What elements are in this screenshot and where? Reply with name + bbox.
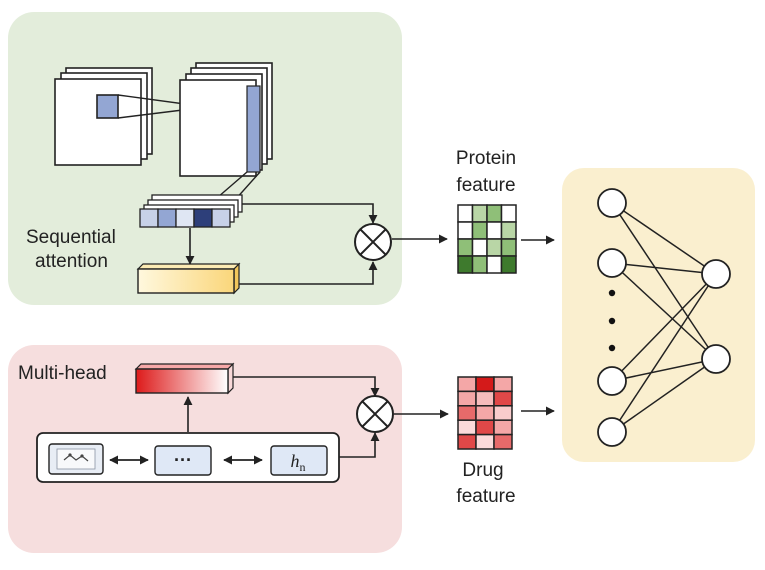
matrix-cell <box>457 376 477 393</box>
protein-feature-label-line2: feature <box>456 175 515 196</box>
drug-fusion-lines <box>233 376 380 458</box>
drug-feature-label-line2: feature <box>456 486 515 507</box>
matrix-cell <box>475 405 495 421</box>
matrix-cell <box>475 433 495 450</box>
network-edge <box>611 273 717 433</box>
network-edge <box>611 358 717 382</box>
matrix-cell <box>457 255 474 274</box>
sequential-attention-label-line2: attention <box>35 251 108 272</box>
network-edge <box>611 273 717 382</box>
hn-token <box>270 445 328 476</box>
drug-multi-head-vector <box>134 362 235 395</box>
matrix-cell <box>457 390 477 407</box>
ellipsis-dot <box>608 344 616 352</box>
matrix-cell <box>475 419 495 436</box>
protein-multiply-icon <box>354 223 392 261</box>
network-edge <box>611 262 717 360</box>
network-edge <box>611 358 717 433</box>
network-edge <box>611 202 717 275</box>
matrix-cell <box>500 255 517 274</box>
molecule-token-icon <box>48 443 104 475</box>
matrix-cell <box>471 204 488 223</box>
matrix-cell <box>486 221 503 240</box>
sequential-feature-vector <box>139 194 243 228</box>
feature-map-column <box>246 85 261 173</box>
drug-feature-label-line1: Drug <box>462 460 503 481</box>
matrix-cell <box>457 419 477 436</box>
ellipsis-text: ··· <box>174 450 192 470</box>
sequential-attention-label-line1: Sequential <box>26 227 116 248</box>
matrix-cell <box>493 433 513 450</box>
output-neuron <box>701 259 731 289</box>
output-neuron <box>701 344 731 374</box>
input-neuron <box>597 366 627 396</box>
protein-feature-matrix <box>457 204 517 274</box>
matrix-cell <box>493 405 513 421</box>
matrix-cell <box>457 221 474 240</box>
matrix-cell <box>457 433 477 450</box>
matrix-cell <box>457 204 474 223</box>
matrix-cell <box>500 238 517 257</box>
matrix-cell <box>471 255 488 274</box>
matrix-cell <box>475 376 495 393</box>
input-neuron <box>597 248 627 278</box>
matrix-cell <box>471 221 488 240</box>
drug-feature-matrix <box>457 376 513 450</box>
network-edge <box>611 202 717 360</box>
network-edge <box>611 262 717 275</box>
matrix-cell <box>457 238 474 257</box>
input-neuron <box>597 188 627 218</box>
multi-head-label: Multi-head <box>18 363 107 384</box>
ellipsis-dot <box>608 289 616 297</box>
matrix-cell <box>486 204 503 223</box>
ellipsis-token <box>154 445 212 476</box>
matrix-cell <box>500 204 517 223</box>
attention-weights-bar <box>136 262 241 295</box>
drug-multiply-icon <box>356 395 394 433</box>
matrix-cell <box>493 376 513 393</box>
ellipsis-dot <box>608 317 616 325</box>
fully-connected-network <box>597 188 731 447</box>
matrix-cell <box>500 221 517 240</box>
hn-label: hn <box>291 451 306 474</box>
input-neuron <box>597 417 627 447</box>
convolution-window <box>96 94 119 119</box>
matrix-cell <box>457 405 477 421</box>
matrix-cell <box>486 238 503 257</box>
matrix-cell <box>493 390 513 407</box>
matrix-cell <box>471 238 488 257</box>
matrix-cell <box>475 390 495 407</box>
protein-feature-label-line1: Protein <box>456 148 516 169</box>
prediction-network-panel <box>562 168 755 462</box>
protein-fusion-lines <box>239 203 378 285</box>
matrix-cell <box>493 419 513 436</box>
matrix-cell <box>486 255 503 274</box>
